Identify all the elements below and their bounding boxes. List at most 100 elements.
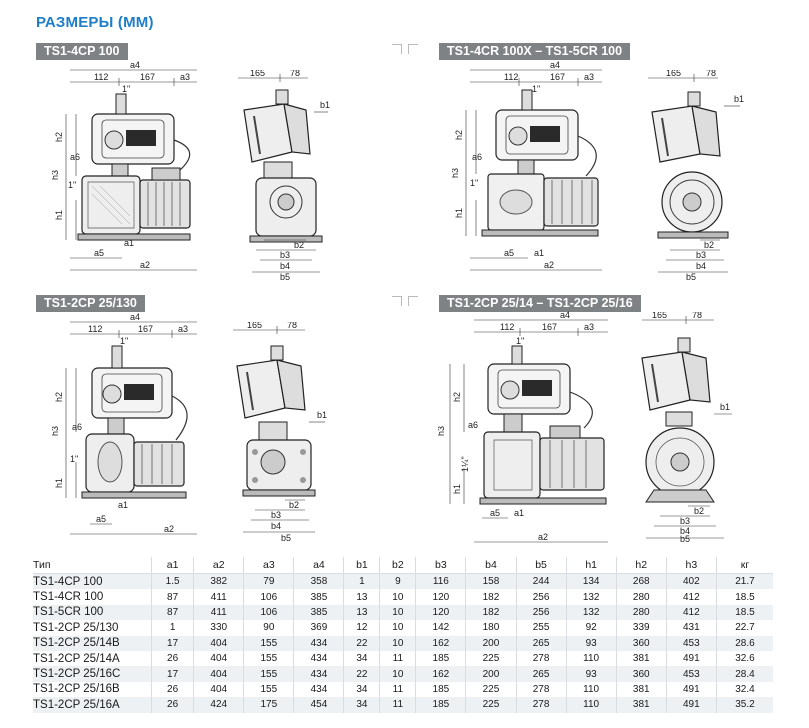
dim-a3: a3 <box>180 72 190 82</box>
dim-b2: b2 <box>694 506 704 516</box>
table-cell: 491 <box>665 650 717 667</box>
col-header: a2 <box>193 557 244 574</box>
table-cell: 10 <box>379 604 416 621</box>
dim-b5: b5 <box>280 272 290 280</box>
table-cell: 412 <box>665 604 717 621</box>
table-cell: 26 <box>150 650 194 667</box>
table-cell: 18.5 <box>715 604 773 621</box>
table-cell: 225 <box>465 681 517 698</box>
table-cell: 265 <box>515 666 567 682</box>
table-cell: 385 <box>293 604 344 621</box>
dim-a5: a5 <box>504 248 514 258</box>
dim-a1: a1 <box>118 500 128 510</box>
dim-165: 165 <box>250 70 265 78</box>
dim-a3: a3 <box>584 322 594 332</box>
dim-b5: b5 <box>281 533 291 542</box>
table-cell: 412 <box>665 589 717 605</box>
dim-a2: a2 <box>544 260 554 270</box>
dim-a4: a4 <box>560 310 570 320</box>
section-label: TS1-4CP 100 <box>36 43 128 60</box>
table-cell: 339 <box>615 620 667 636</box>
table-cell: 278 <box>515 681 567 698</box>
section-label: TS1-2CP 25/14 – TS1-2CP 25/16 <box>439 295 641 312</box>
table-cell: 411 <box>193 604 244 621</box>
table-cell: 381 <box>615 697 667 713</box>
table-cell: 28.6 <box>715 635 773 651</box>
table-cell: 13 <box>343 589 380 605</box>
table-cell: 1.5 <box>150 573 194 590</box>
dim-167: 167 <box>140 72 155 82</box>
col-header: h2 <box>615 557 667 574</box>
side-view-drawing: 165 78 b1 b2 b3 b4 b5 <box>225 322 335 542</box>
table-cell: 381 <box>615 650 667 667</box>
table-cell: 10 <box>379 666 416 682</box>
table-cell-type: TS1-5CR 100 <box>33 604 152 621</box>
col-header: a1 <box>150 557 194 574</box>
section-corner-mark <box>392 44 402 54</box>
dim-thread-2: 1" <box>70 454 78 464</box>
table-cell: 453 <box>665 666 717 682</box>
table-cell: 182 <box>465 589 517 605</box>
col-header: b5 <box>515 557 567 574</box>
col-header-type: Тип <box>33 557 152 574</box>
table-cell: 278 <box>515 650 567 667</box>
side-view-drawing: 165 78 b1 b2 b3 b4 b5 <box>640 70 750 280</box>
table-cell: 22 <box>343 635 380 651</box>
col-header: b1 <box>343 557 380 574</box>
dim-a3: a3 <box>584 72 594 82</box>
table-cell: 18.5 <box>715 589 773 605</box>
dim-b3: b3 <box>696 250 706 260</box>
dim-b4: b4 <box>280 261 290 271</box>
table-cell: 34 <box>343 697 380 713</box>
table-cell: 431 <box>665 620 717 636</box>
table-cell: 1 <box>343 573 380 590</box>
table-cell: 491 <box>665 697 717 713</box>
table-cell: 155 <box>243 635 294 651</box>
table-cell: 106 <box>243 589 294 605</box>
table-cell: 90 <box>243 620 294 636</box>
dim-b3: b3 <box>280 250 290 260</box>
dim-thread-2: 1" <box>68 180 76 190</box>
table-cell: 155 <box>243 666 294 682</box>
col-header: h1 <box>565 557 617 574</box>
table-cell: 280 <box>615 604 667 621</box>
dim-167: 167 <box>542 322 557 332</box>
dim-b1: b1 <box>317 410 327 420</box>
table-cell: 360 <box>615 635 667 651</box>
table-cell: 162 <box>415 635 466 651</box>
table-cell: 13 <box>343 604 380 621</box>
dim-a1: a1 <box>124 238 134 248</box>
table-cell: 132 <box>565 604 617 621</box>
dim-b4: b4 <box>680 526 690 536</box>
dim-112: 112 <box>504 72 518 82</box>
table-cell: 158 <box>465 573 517 590</box>
section-corner-mark <box>392 296 402 306</box>
dim-a1: a1 <box>534 248 544 258</box>
dim-78: 78 <box>706 70 716 78</box>
dim-b4: b4 <box>271 521 281 531</box>
table-cell: 268 <box>615 573 667 590</box>
section-label: TS1-2CP 25/130 <box>36 295 145 312</box>
table-cell: 10 <box>379 620 416 636</box>
table-cell-type: TS1-2CP 25/16C <box>33 666 152 682</box>
dim-a4: a4 <box>130 312 140 322</box>
dim-a6: a6 <box>72 422 82 432</box>
dim-h1: h1 <box>54 478 64 488</box>
table-cell: 87 <box>150 604 194 621</box>
table-cell-type: TS1-2CP 25/14B <box>33 635 152 651</box>
dim-a6: a6 <box>70 152 80 162</box>
table-cell: 200 <box>465 635 517 651</box>
dim-h3: h3 <box>52 426 60 436</box>
dim-b4: b4 <box>696 261 706 271</box>
table-cell: 110 <box>565 650 617 667</box>
dim-b2: b2 <box>294 240 304 250</box>
table-cell: 32.4 <box>715 681 773 698</box>
dim-h1: h1 <box>454 208 464 218</box>
dim-thread: 1" <box>122 84 130 94</box>
dim-a1: a1 <box>514 508 524 518</box>
dim-a6: a6 <box>468 420 478 430</box>
